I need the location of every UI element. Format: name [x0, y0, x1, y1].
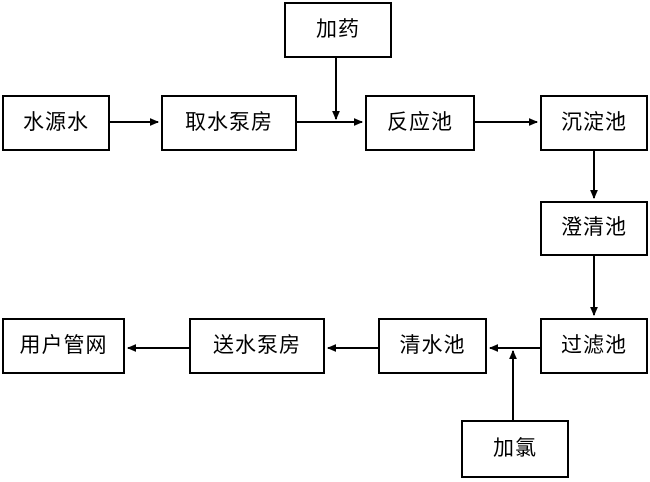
node-clear-water-label: 清水池: [399, 332, 466, 357]
node-dosing-label: 加药: [316, 16, 360, 41]
node-clarifier-label: 澄清池: [561, 215, 627, 239]
node-reaction-tank[interactable]: 反应池: [365, 95, 475, 151]
node-source-water-label: 水源水: [23, 109, 89, 134]
node-intake-pump-label: 取水泵房: [185, 109, 273, 134]
node-chlorination[interactable]: 加氯: [461, 420, 569, 478]
node-source-water[interactable]: 水源水: [2, 95, 110, 151]
node-filter-tank[interactable]: 过滤池: [540, 318, 648, 374]
node-clarifier[interactable]: 澄清池: [540, 201, 648, 256]
node-user-network-label: 用户管网: [19, 332, 108, 357]
node-reaction-tank-label: 反应池: [387, 109, 453, 134]
node-chlorination-label: 加氯: [493, 435, 537, 460]
node-sediment-tank[interactable]: 沉淀池: [540, 95, 648, 151]
node-filter-tank-label: 过滤池: [561, 332, 627, 357]
node-supply-pump[interactable]: 送水泵房: [189, 318, 325, 374]
node-sediment-tank-label: 沉淀池: [561, 109, 627, 134]
node-user-network[interactable]: 用户管网: [2, 318, 125, 374]
node-supply-pump-label: 送水泵房: [213, 332, 301, 357]
node-intake-pump[interactable]: 取水泵房: [161, 95, 297, 151]
node-clear-water[interactable]: 清水池: [378, 318, 487, 374]
node-dosing[interactable]: 加药: [284, 2, 392, 58]
